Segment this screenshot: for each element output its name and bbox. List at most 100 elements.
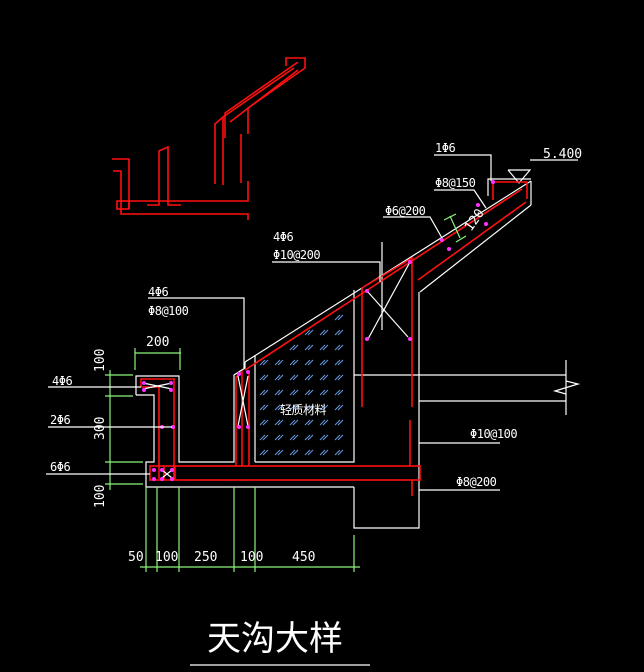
hatch-mark — [292, 344, 299, 351]
dimension-lines — [105, 213, 467, 572]
hatch-mark — [274, 419, 281, 426]
hatch-mark — [307, 374, 314, 381]
hatch-mark — [319, 449, 326, 456]
label-left-mid: 2Φ6 — [50, 413, 70, 427]
hatch-mark — [307, 344, 314, 351]
dim-horiz-4: 450 — [292, 550, 315, 565]
label-beam-stirrup: Φ10@200 — [273, 248, 320, 262]
hatch-mark — [292, 374, 299, 381]
concrete-outline — [135, 159, 581, 529]
label-wall-upper: Φ10@100 — [470, 427, 517, 441]
hatch-mark — [259, 389, 266, 396]
hatch-mark — [322, 389, 329, 396]
hatch-mark — [334, 434, 341, 441]
hatch-mark — [319, 389, 326, 396]
hatch-mark — [277, 359, 284, 366]
hatch-mark — [259, 404, 266, 411]
hatch-mark — [322, 359, 329, 366]
hatch-mark — [289, 404, 296, 411]
hatch-mark — [322, 374, 329, 381]
label-left-bottom: 6Φ6 — [50, 460, 70, 474]
label-left-top: 4Φ6 — [52, 374, 72, 388]
hatch-mark — [337, 314, 344, 321]
hatch-mark — [322, 404, 329, 411]
hatch-mark — [304, 404, 311, 411]
hatch-mark — [337, 404, 344, 411]
label-lip-stirrup: Φ8@150 — [435, 176, 476, 190]
hatch-mark — [337, 374, 344, 381]
fill-material-label: 轻质材料 — [280, 403, 327, 417]
hatch-mark — [304, 434, 311, 441]
hatch-mark — [319, 359, 326, 366]
hatch-mark — [337, 359, 344, 366]
hatch-mark — [292, 389, 299, 396]
elevation-value: 5.400 — [543, 147, 582, 162]
hatch-mark — [304, 344, 311, 351]
hatch-mark — [304, 449, 311, 456]
leader-lines — [46, 154, 492, 666]
label-slope-dist: Φ6@200 — [385, 204, 426, 218]
hatch-mark — [319, 404, 326, 411]
dim-horiz-0: 50 — [128, 550, 144, 565]
hatch-mark — [334, 449, 341, 456]
hatch-mark — [319, 344, 326, 351]
light-material-hatch — [259, 314, 344, 456]
hatch-mark — [259, 359, 266, 366]
hatch-mark — [319, 419, 326, 426]
hatch-mark — [277, 389, 284, 396]
hatch-mark — [277, 404, 284, 411]
hatch-mark — [292, 419, 299, 426]
hatch-mark — [322, 344, 329, 351]
hatch-mark — [307, 329, 314, 336]
hatch-mark — [334, 359, 341, 366]
hatch-mark — [274, 374, 281, 381]
hatch-mark — [289, 419, 296, 426]
hatch-mark — [322, 434, 329, 441]
hatch-mark — [307, 449, 314, 456]
rebar-points — [142, 180, 495, 481]
hatch-mark — [292, 434, 299, 441]
hatch-mark — [277, 434, 284, 441]
hatch-mark — [262, 419, 269, 426]
hatch-mark — [262, 404, 269, 411]
hatch-mark — [334, 419, 341, 426]
hatch-mark — [259, 434, 266, 441]
hatch-mark — [274, 434, 281, 441]
hatch-mark — [334, 389, 341, 396]
hatch-mark — [337, 419, 344, 426]
dim-horiz-1: 100 — [155, 550, 178, 565]
label-wall-lower: Φ8@200 — [456, 475, 497, 489]
hatch-mark — [307, 404, 314, 411]
hatch-mark — [277, 449, 284, 456]
hatch-mark — [262, 434, 269, 441]
hatch-mark — [289, 434, 296, 441]
label-mid-wall-long: 4Φ6 — [148, 285, 168, 299]
hatch-mark — [277, 419, 284, 426]
hatch-mark — [304, 389, 311, 396]
hatch-mark — [292, 404, 299, 411]
hatch-mark — [262, 359, 269, 366]
hatch-mark — [337, 449, 344, 456]
hatch-mark — [289, 389, 296, 396]
hatch-mark — [304, 359, 311, 366]
hatch-mark — [259, 449, 266, 456]
hatch-mark — [334, 374, 341, 381]
hatch-mark — [322, 419, 329, 426]
dim-vert-2: 100 — [93, 485, 108, 508]
hatch-mark — [274, 404, 281, 411]
hatch-mark — [322, 449, 329, 456]
hatch-mark — [259, 374, 266, 381]
hatch-mark — [262, 374, 269, 381]
dim-horiz-2: 250 — [194, 550, 217, 565]
hatch-mark — [304, 374, 311, 381]
hatch-mark — [319, 434, 326, 441]
dim-vert-0: 100 — [93, 349, 108, 372]
hatch-mark — [322, 329, 329, 336]
hatch-mark — [274, 359, 281, 366]
hatch-mark — [337, 434, 344, 441]
hatch-mark — [292, 359, 299, 366]
hatch-mark — [289, 344, 296, 351]
hatch-mark — [277, 374, 284, 381]
hatch-mark — [307, 434, 314, 441]
